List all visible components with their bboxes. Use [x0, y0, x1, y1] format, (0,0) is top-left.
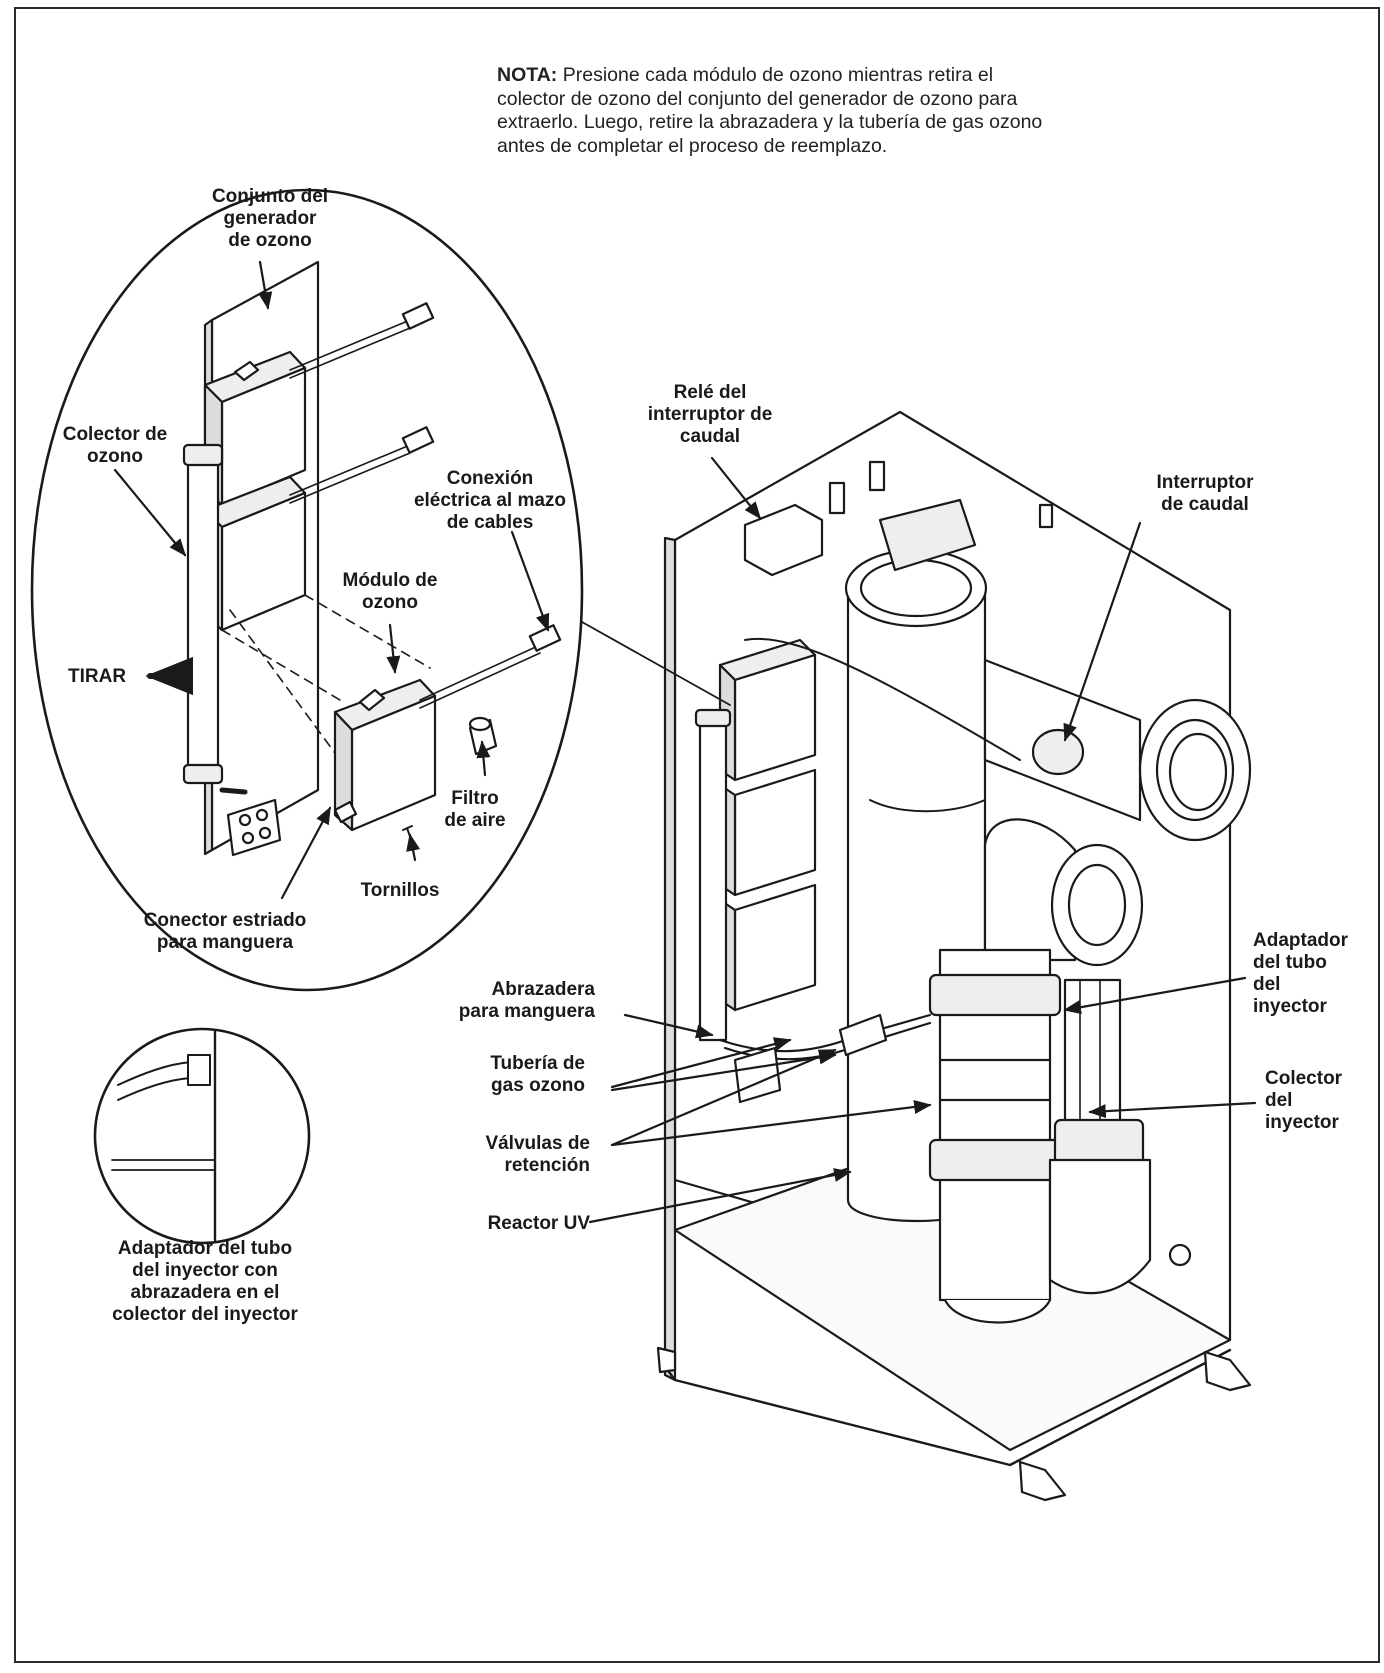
- label-ozone-module: Módulo de ozono: [342, 570, 438, 613]
- exploded-detail: [30, 188, 584, 992]
- label-flow-switch: Interruptor de caudal: [1156, 472, 1254, 515]
- label-ozone-manifold: Colector de ozono: [62, 424, 168, 467]
- label-detail-caption: Adaptador del tubo del inyector con abra…: [112, 1238, 298, 1325]
- label-screws: Tornillos: [360, 880, 440, 901]
- label-flow-switch-relay: Relé del interruptor de caudal: [647, 382, 773, 447]
- cabinet-ozone-modules: [718, 637, 1021, 1012]
- label-ozone-gas-tubing: Tubería de gas ozono: [490, 1053, 585, 1096]
- ozone-manifold-tube: [182, 443, 248, 795]
- label-injector-tube-adapter: Adaptador del tubo del inyector: [1253, 930, 1348, 1017]
- check-valve-column: [928, 948, 1062, 1324]
- injector-manifold: [1048, 978, 1152, 1295]
- leader-arrows: [113, 260, 1257, 1224]
- flow-switch-pipe: [983, 658, 1252, 842]
- label-check-valves: Válvulas de retención: [485, 1133, 590, 1176]
- ozone-module-exploded: [333, 624, 562, 832]
- note-text: NOTA: Presione cada módulo de ozono mien…: [497, 64, 1057, 158]
- label-harness-connection: Conexión eléctrica al mazo de cables: [413, 468, 567, 533]
- note-body: Presione cada módulo de ozono mientras r…: [497, 64, 1043, 157]
- figure-frame: [14, 7, 1380, 1663]
- label-hose-clamp: Abrazadera para manguera: [458, 979, 595, 1022]
- label-ozone-generator-assembly: Conjunto del generador de ozono: [211, 186, 329, 251]
- label-injector-manifold: Colector del inyector: [1265, 1068, 1343, 1133]
- main-cabinet: [656, 410, 1252, 1502]
- label-uv-reactor: Reactor UV: [487, 1213, 590, 1234]
- note-prefix: NOTA:: [497, 64, 558, 86]
- label-barbed-connector: Conector estriado para manguera: [143, 910, 307, 953]
- injector-detail: [93, 1027, 311, 1245]
- label-pull: TIRAR: [68, 666, 127, 687]
- label-air-filter: Filtro de aire: [444, 788, 506, 831]
